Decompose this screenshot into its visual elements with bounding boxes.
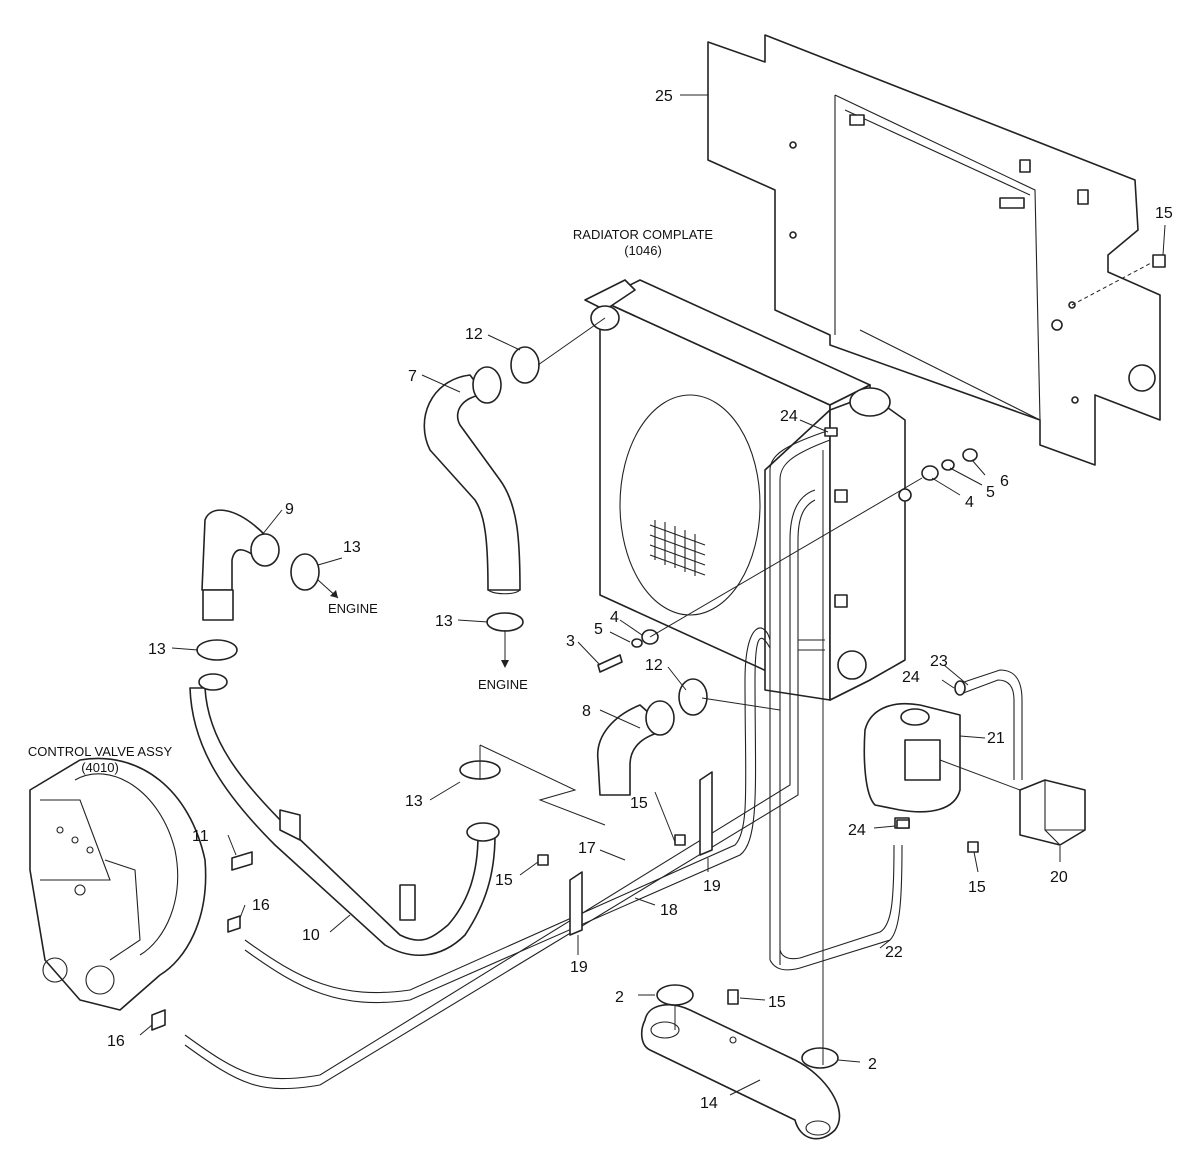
callout-9: 9 — [285, 501, 294, 518]
callout-11: 11 — [192, 828, 209, 845]
callout-8: 8 — [582, 703, 591, 720]
callout-16: 16 — [252, 897, 270, 914]
callout-25: 25 — [655, 88, 673, 105]
radiator-ref: (1046) — [624, 243, 662, 258]
oil-lines — [184, 429, 903, 1090]
callout-13: 13 — [343, 539, 361, 556]
radiator-core-grid — [649, 520, 706, 576]
callout-15: 15 — [630, 795, 648, 812]
upper-hose-part — [423, 366, 521, 595]
callout-12: 12 — [465, 326, 483, 343]
callout-18: 18 — [660, 902, 678, 919]
callout-5: 5 — [986, 484, 995, 501]
callout-2: 2 — [615, 989, 624, 1006]
callout-23: 23 — [930, 653, 948, 670]
callout-19: 19 — [570, 959, 588, 976]
shroud-frame-part — [707, 34, 1161, 466]
callout-13: 13 — [148, 641, 166, 658]
callout-17: 17 — [578, 840, 596, 857]
elbow-hose-part — [201, 509, 280, 621]
callout-12: 12 — [645, 657, 663, 674]
callout-14: 14 — [700, 1095, 718, 1112]
callout-6: 6 — [1000, 473, 1009, 490]
engine-arrow-2 — [501, 630, 509, 668]
engine-arrow-1 — [317, 579, 339, 599]
callout-24: 24 — [780, 408, 798, 425]
engine-label-2: ENGINE — [478, 677, 528, 692]
callout-3: 3 — [566, 633, 575, 650]
callout-19: 19 — [703, 878, 721, 895]
callout-numbers: 25 15 24 12 7 6 5 4 9 13 13 13 4 5 3 12 … — [107, 88, 1173, 1112]
callout-16: 16 — [107, 1033, 125, 1050]
callout-15: 15 — [495, 872, 513, 889]
callout-22: 22 — [885, 944, 903, 961]
callout-24: 24 — [902, 669, 920, 686]
fasteners — [151, 254, 1166, 1031]
lower-hose-part — [597, 700, 675, 796]
callout-24: 24 — [848, 822, 866, 839]
callout-7: 7 — [408, 368, 417, 385]
callout-5: 5 — [594, 621, 603, 638]
callout-4: 4 — [610, 609, 619, 626]
hose-clamps — [196, 346, 708, 780]
callout-21: 21 — [987, 730, 1005, 747]
callout-13: 13 — [405, 793, 423, 810]
mount-bracket-part — [640, 984, 841, 1140]
callout-4: 4 — [965, 494, 974, 511]
control-valve-ref: (4010) — [81, 760, 119, 775]
control-valve-assembly — [29, 757, 207, 1011]
callout-20: 20 — [1050, 869, 1068, 886]
callout-2: 2 — [868, 1056, 877, 1073]
radiator-caption: RADIATOR COMPLATE — [573, 227, 713, 242]
water-pipe-part — [189, 673, 500, 956]
reservoir-bracket-part — [1019, 779, 1086, 846]
callout-15: 15 — [768, 994, 786, 1011]
callout-leaders — [139, 94, 1166, 1096]
engine-label-1: ENGINE — [328, 601, 378, 616]
callout-15: 15 — [968, 879, 986, 896]
overflow-hose-part — [954, 669, 1023, 780]
coolant-reservoir-part — [863, 703, 961, 829]
control-valve-caption: CONTROL VALVE ASSY — [28, 744, 173, 759]
callout-10: 10 — [302, 927, 320, 944]
radiator-assembly — [584, 279, 912, 701]
callout-13: 13 — [435, 613, 453, 630]
callout-15: 15 — [1155, 205, 1173, 222]
